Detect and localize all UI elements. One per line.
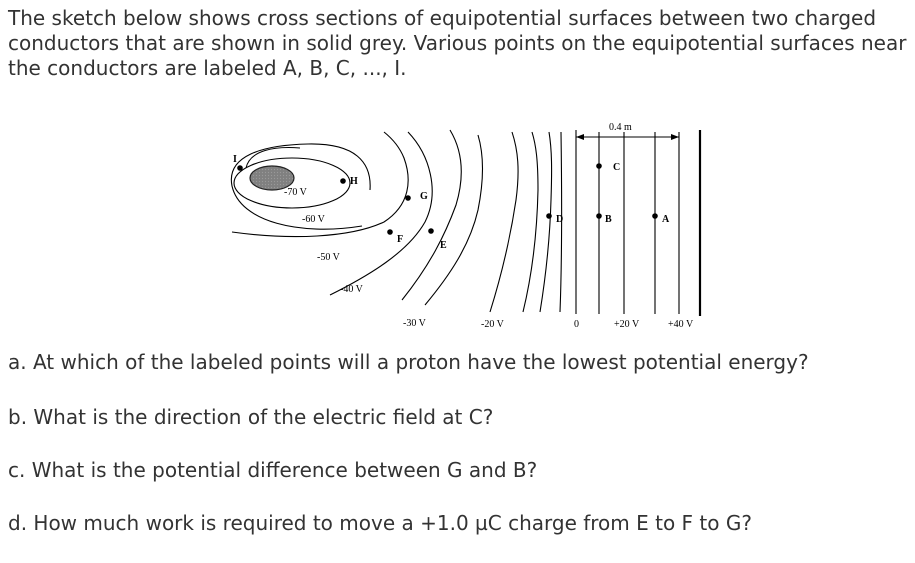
point-h-dot [340, 178, 346, 184]
point-f-label: F [397, 234, 403, 245]
equipotential-minus20-a [489, 131, 519, 313]
point-c-dot [596, 163, 602, 169]
question-d: d. How much work is required to move a +… [8, 511, 752, 535]
point-a-label: A [662, 214, 670, 225]
dimension-arrowhead-left [576, 134, 584, 140]
dimension-label: 0.4 m [609, 122, 632, 133]
label-plus20: +20 V [614, 319, 640, 330]
point-d-label: D [556, 214, 563, 225]
label-zero: 0 [574, 319, 579, 330]
point-h-label: H [350, 176, 358, 187]
equipotential-i-line [245, 147, 301, 169]
intro-paragraph: The sketch below shows cross sections of… [8, 6, 907, 80]
equipotential-e-line [424, 134, 483, 306]
point-g-label: G [420, 191, 428, 202]
point-e-label: E [440, 240, 447, 251]
dimension-arrowhead-right [671, 134, 679, 140]
point-i-dot [237, 165, 243, 171]
equipotential-zero-curve [559, 131, 563, 313]
point-i-label: I [233, 154, 237, 165]
point-b-label: B [605, 214, 612, 225]
equipotential-minus70 [233, 157, 351, 209]
point-c-label: C [613, 162, 620, 173]
point-g-dot [405, 195, 411, 201]
label-minus50: -50 V [317, 252, 341, 263]
point-b-dot [596, 213, 602, 219]
point-d-dot [546, 213, 552, 219]
left-conductor [249, 165, 295, 191]
equipotential-minus20-b [522, 131, 539, 313]
question-c: c. What is the potential difference betw… [8, 458, 538, 482]
question-a: a. At which of the labeled points will a… [8, 350, 809, 374]
label-minus70: -70 V [284, 187, 308, 198]
equipotential-minus30 [401, 129, 462, 301]
label-minus60: -60 V [302, 214, 326, 225]
label-minus20: -20 V [481, 319, 505, 330]
equipotential-minus50 [231, 131, 409, 238]
point-a-dot [652, 213, 658, 219]
label-plus40: +40 V [668, 319, 694, 330]
equipotential-d-line [539, 131, 553, 313]
point-f-dot [387, 229, 393, 235]
equipotential-minus40 [329, 131, 433, 296]
point-e-dot [428, 228, 434, 234]
label-minus30: -30 V [403, 318, 427, 329]
label-minus40: -40 V [340, 284, 364, 295]
question-b: b. What is the direction of the electric… [8, 405, 494, 429]
equipotential-minus60 [230, 143, 371, 230]
